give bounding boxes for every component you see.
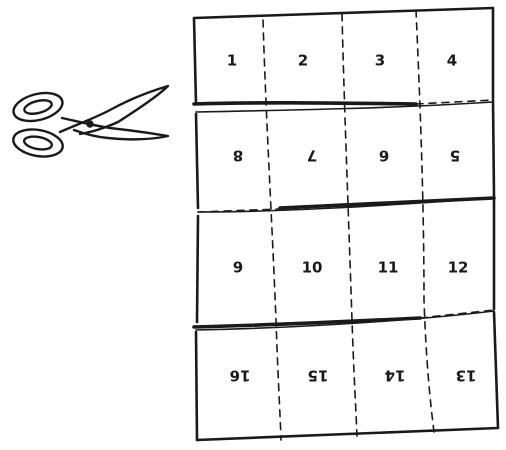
cell-number-16: 16 <box>230 367 251 385</box>
cell-number-11: 11 <box>378 259 399 277</box>
cell-number-4: 4 <box>447 52 457 70</box>
cell-number-7: 7 <box>307 147 317 165</box>
cell-number-14: 14 <box>385 367 406 385</box>
cut-line-1 <box>194 103 416 104</box>
cell-number-3: 3 <box>375 52 385 70</box>
cell-number-2: 2 <box>298 52 308 70</box>
cell-number-8: 8 <box>233 147 243 165</box>
cell-number-6: 6 <box>379 147 389 165</box>
cell-number-5: 5 <box>450 147 460 165</box>
cell-number-12: 12 <box>448 259 469 277</box>
cell-number-13: 13 <box>456 367 477 385</box>
cell-number-15: 15 <box>308 367 329 385</box>
cell-number-1: 1 <box>227 52 237 70</box>
cut-lines <box>194 103 494 327</box>
scissors-icon <box>11 86 168 160</box>
cell-number-9: 9 <box>233 259 243 277</box>
cell-number-10: 10 <box>302 259 323 277</box>
